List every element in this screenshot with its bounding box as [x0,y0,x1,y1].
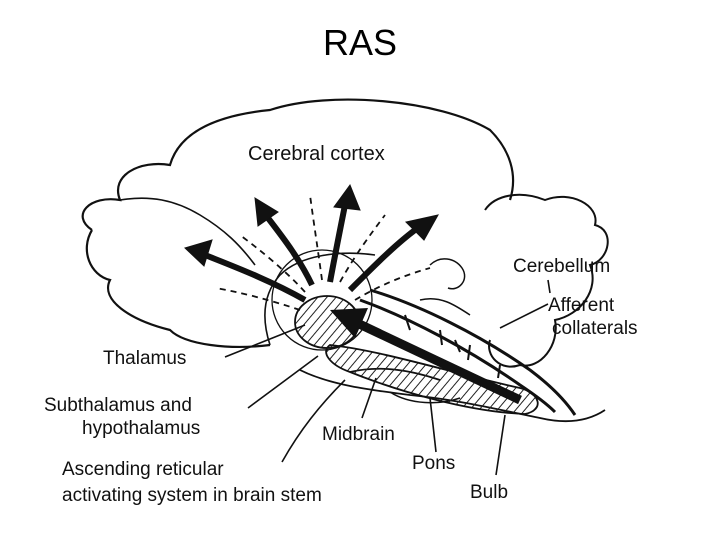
label-cerebral-cortex: Cerebral cortex [248,143,385,165]
slide-title: RAS [322,22,398,63]
dashed-projection-lines [214,194,431,311]
ascending-arrow-shaft [353,317,522,405]
label-afferent: Afferent [548,295,615,316]
frontal-lobe-contour [119,197,256,266]
label-cerebellum: Cerebellum [513,256,610,277]
cerebellum-folds [419,258,471,316]
thalamus-boundary [271,249,373,351]
afferent-collateral-branches [404,314,501,379]
label-aras-line2: activating system in brain stem [62,485,322,506]
cortical-projection-arrows [184,183,439,303]
label-subthalamus: Subthalamus and [44,395,192,416]
cerebellum-outline [484,193,609,368]
label-hypothalamus: hypothalamus [82,418,200,439]
cerebrum-outline [81,98,515,348]
label-midbrain: Midbrain [322,424,395,445]
label-bulb: Bulb [470,482,508,503]
label-aras-line1: Ascending reticular [62,459,224,480]
label-pons: Pons [412,453,455,474]
afferent-tract-upper [369,288,577,416]
leader-lines [224,279,551,476]
afferent-tract-lower [359,298,557,414]
temporal-contour [264,252,376,346]
ascending-arrow-head [330,308,368,338]
reticular-formation [325,344,539,415]
label-collaterals: collaterals [552,318,638,339]
label-thalamus: Thalamus [103,348,186,369]
